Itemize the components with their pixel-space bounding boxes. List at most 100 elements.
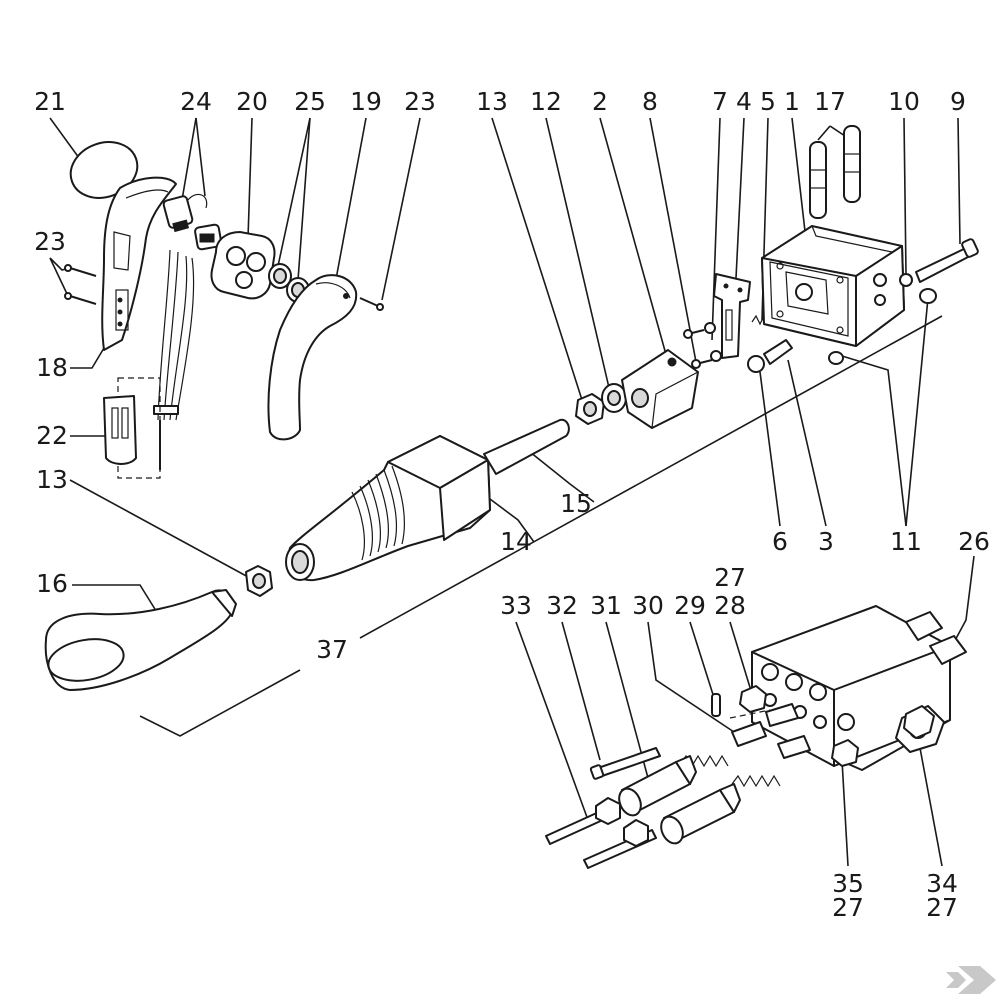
callout-22: 22 [36,421,68,450]
leader-21 [49,117,83,163]
callout-24: 24 [180,87,212,116]
part-34-fitting [903,705,935,739]
leader-1 [791,117,807,241]
leader-18 [70,347,105,369]
leader-lines [49,117,975,867]
part-33-cables [545,797,657,869]
part-13-nut-top [575,393,605,425]
callout-11: 11 [890,527,922,556]
leader-2 [599,117,673,377]
part-28-fitting [739,685,767,713]
callout-3: 3 [818,527,834,556]
callout-8: 8 [642,87,658,116]
part-14-boot [285,435,491,582]
leader-14 [485,495,535,543]
callout-16: 16 [36,569,68,598]
part-8-screws [683,329,713,369]
part-29-pin [711,693,721,717]
leader-34 [919,747,943,867]
callout-27-lower-left: 27 [832,893,864,922]
leader-7 [711,117,721,341]
part-30-clevis [679,703,811,788]
part-18-handle-shell [101,176,177,351]
leader-31 [605,621,649,779]
callout-33: 33 [500,591,532,620]
leader-16 [72,584,159,615]
callout-27-upper: 27 [714,563,746,592]
callout-5: 5 [760,87,776,116]
callout-30: 30 [632,591,664,620]
callout-labels: 21 24 20 25 19 23 13 12 2 8 7 4 5 1 17 1… [34,87,990,922]
part-24-switches [162,193,223,251]
leader-3 [787,359,827,527]
leader-35 [841,759,849,867]
callout-31: 31 [590,591,622,620]
callout-13-top: 13 [476,87,508,116]
callout-19: 19 [350,87,382,116]
leader-30 [647,621,741,737]
callout-10: 10 [888,87,920,116]
leader-24b [195,117,206,197]
callout-13-left: 13 [36,465,68,494]
callout-7: 7 [712,87,728,116]
part-1-housing [761,225,905,347]
brand-logo-mark [946,966,996,994]
leader-4 [735,117,745,279]
part-12-washer [601,383,627,413]
leader-28 [729,621,753,695]
leader-13-left [69,479,251,579]
part-22-sleeve [103,377,161,479]
callout-28: 28 [714,591,746,620]
leader-37 [359,315,943,639]
callout-20: 20 [236,87,268,116]
callout-26: 26 [958,527,990,556]
callout-34: 34 [926,869,958,898]
callout-37: 37 [316,635,348,664]
part-4-plate [713,273,751,359]
leader-9 [957,117,961,245]
callout-17: 17 [814,87,846,116]
part-35-fitting [831,739,859,767]
leader-25b [297,117,311,281]
callout-35: 35 [832,869,864,898]
callout-21: 21 [34,87,66,116]
leader-8 [649,117,691,331]
leader-23-left-b [49,257,69,297]
part-32-bolt [589,747,661,780]
leader-19 [333,117,367,291]
part-31-cylinders [618,755,741,845]
part-13-nut-left [245,565,273,597]
leader-11a [905,297,929,527]
callout-2: 2 [592,87,608,116]
callout-23-top: 23 [404,87,436,116]
callout-18: 18 [36,353,68,382]
part-11-nuts [828,288,937,365]
leader-20 [247,117,253,239]
callout-9: 9 [950,87,966,116]
leader-10 [903,117,907,275]
leader-25a [277,117,311,267]
callout-4: 4 [736,87,752,116]
callout-12: 12 [530,87,562,116]
part-7-washers [704,322,722,362]
callout-27-lower-right: 27 [926,893,958,922]
part-23-screws-left [64,264,97,305]
leader-15 [529,451,595,503]
part-10-washer [899,273,913,287]
callout-32: 32 [546,591,578,620]
part-6-3-ball-pin [747,339,793,373]
part-15-lever-rod [483,418,570,475]
callout-6: 6 [772,527,788,556]
callout-15: 15 [560,489,592,518]
leader-26 [951,555,975,647]
leader-29 [689,621,717,705]
leader-6 [759,371,781,527]
part-23-screw-top [359,297,384,311]
part-16-knob [44,589,237,691]
callout-25: 25 [294,87,326,116]
part-20-switch-holder [210,231,276,300]
leader-12 [545,117,611,393]
callout-23-left: 23 [34,227,66,256]
part-9-bolt [915,238,979,283]
